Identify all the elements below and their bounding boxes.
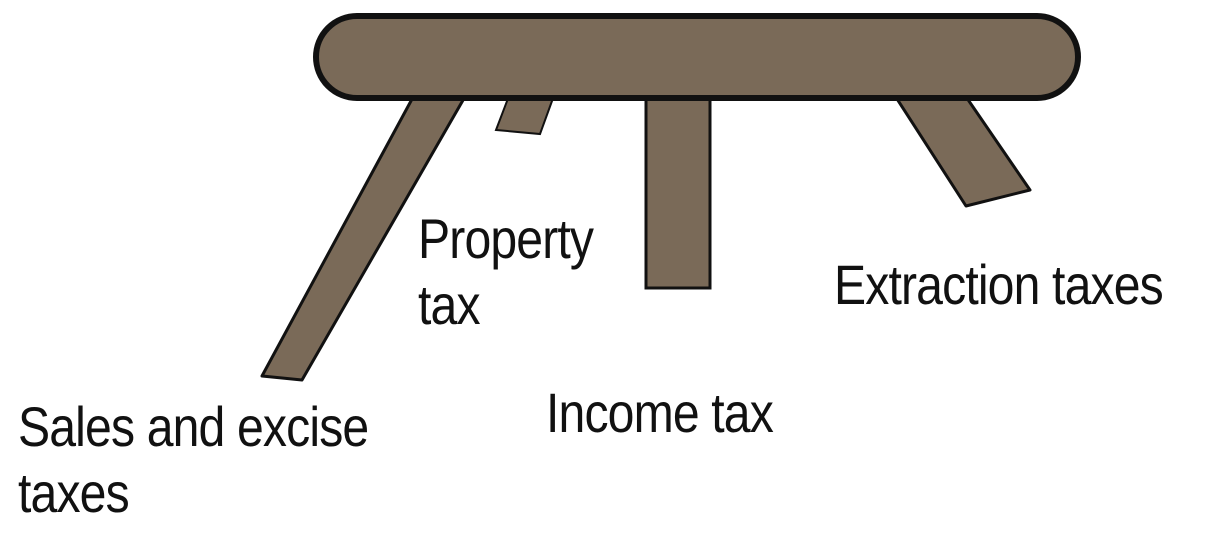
- label-extraction-text: Extraction taxes: [834, 253, 1164, 316]
- leg-income: [644, 86, 712, 290]
- label-sales-line1: Sales and excise: [18, 395, 369, 458]
- stool-seat: [313, 13, 1081, 101]
- label-income-tax: Income tax: [546, 380, 774, 446]
- label-property-line2: tax: [418, 273, 481, 336]
- label-extraction-taxes: Extraction taxes: [834, 252, 1164, 318]
- label-sales-and-excise-taxes: Sales and excise taxes: [18, 394, 369, 526]
- label-property-line1: Property: [418, 207, 594, 270]
- label-income-text: Income tax: [546, 381, 774, 444]
- leg-extraction: [888, 86, 1032, 208]
- label-sales-line2: taxes: [18, 461, 130, 524]
- label-property-tax: Property tax: [418, 206, 594, 338]
